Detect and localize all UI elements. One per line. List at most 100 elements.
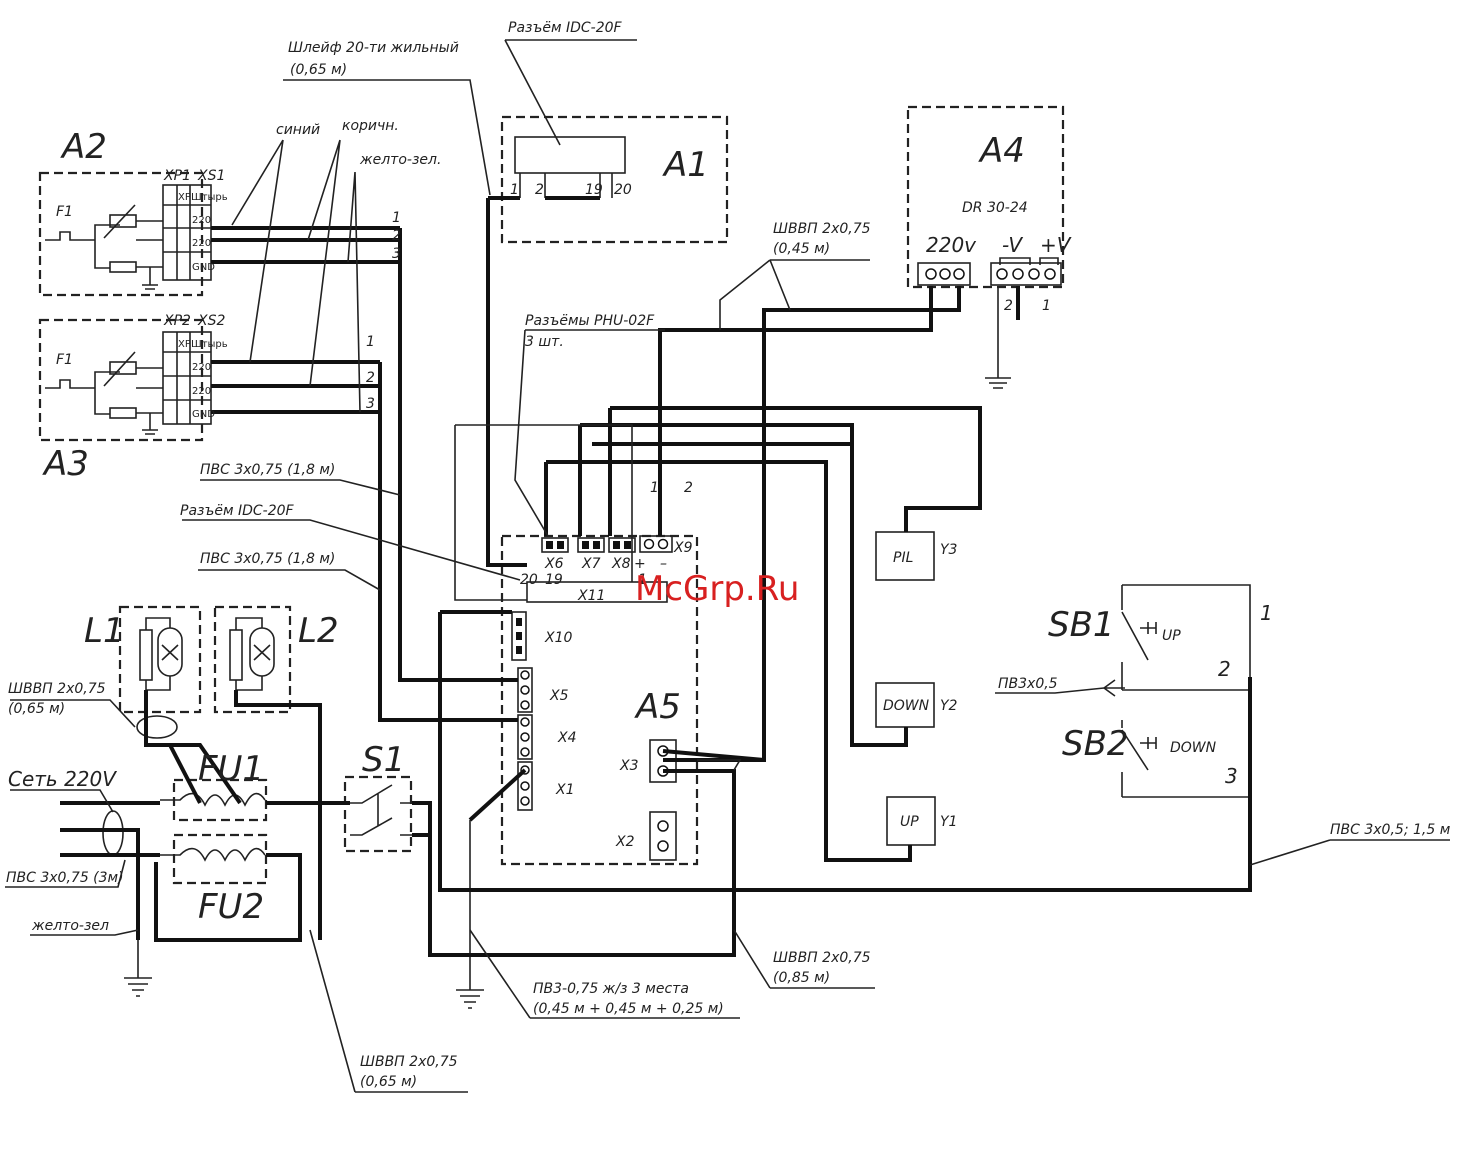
fu1-title: FU1 (198, 749, 264, 789)
label-y2: Y2 (940, 698, 958, 714)
label-x9: X9 (673, 540, 693, 556)
label-f1-a3: F1 (56, 352, 73, 368)
label-xs1: XS1 (197, 168, 225, 184)
ground-icon-mains (124, 940, 152, 997)
num-a3-1: 1 (366, 334, 375, 350)
a4-terminal-220 (917, 262, 971, 286)
label-plus: + (634, 556, 646, 572)
label-x5: X5 (549, 688, 569, 704)
a2-internals (45, 184, 212, 290)
callout-pvs-b: ПВС 3х0,75 (1,8 м) (200, 551, 335, 567)
num-a1-1: 1 (510, 182, 519, 198)
callout-shvvp-085: ШВВП 2х0,75 (773, 950, 871, 966)
num-a1-2: 2 (535, 182, 544, 198)
l1-lamp-icon (139, 617, 183, 691)
block-l2-outline (213, 605, 292, 714)
label-x6: X6 (544, 556, 564, 572)
pin-shtyr-a2: Штырь (191, 192, 228, 203)
num-a3-2: 2 (366, 370, 375, 386)
sb1-title: SB1 (1048, 605, 1115, 645)
callout-idc-mid: Разъём IDC-20F (180, 503, 295, 519)
fu2-title: FU2 (198, 887, 264, 927)
y2-box-label: DOWN (883, 698, 930, 714)
a3-internals (45, 331, 212, 435)
a5-title: A5 (634, 687, 681, 727)
a5-top-connectors (541, 535, 673, 553)
y1-box-label: UP (900, 814, 919, 830)
a5-x2-terminal (649, 811, 677, 861)
num-a2-2: 2 (392, 228, 401, 244)
label-minus: – (660, 556, 667, 572)
label-x8: X8 (611, 556, 631, 572)
sb2-title: SB2 (1062, 724, 1129, 764)
num-a2-3: 3 (392, 246, 401, 262)
sb2-button-label: DOWN (1170, 740, 1217, 756)
callout-mains: Сеть 220V (8, 767, 117, 791)
callout-shvvp-065-l: ШВВП 2х0,75 (8, 681, 106, 697)
callout-shvvp-065-l-len: (0,65 м) (8, 701, 65, 717)
block-a1-outline (500, 115, 729, 244)
cable-clamp-lamps (136, 715, 178, 739)
y3-box-label: PIL (893, 550, 913, 566)
pin-xp-a2: XP (178, 192, 191, 203)
num-a1-19: 19 (585, 182, 603, 198)
a1-idc-socket (514, 136, 626, 174)
num-a3-3: 3 (366, 396, 375, 412)
pin-shtyr-a3: Штырь (191, 339, 228, 350)
callout-phu-qty: 3 шт. (525, 334, 564, 350)
num-x11-1: 1 (638, 572, 647, 588)
num-sb-3: 3 (1225, 764, 1238, 788)
num-a1-20: 20 (614, 182, 632, 198)
fu2-fuse-icon (160, 847, 266, 862)
label-x3: X3 (619, 758, 639, 774)
a5-x11-connector (526, 581, 668, 603)
sb1-button-label: UP (1162, 628, 1181, 644)
block-a5-outline (500, 534, 699, 866)
label-x7: X7 (581, 556, 601, 572)
num-a2-1: 1 (392, 210, 401, 226)
l1-title: L1 (84, 611, 125, 651)
callout-pvs-05: ПВС 3х0,5; 1,5 м (1330, 822, 1451, 838)
l2-title: L2 (298, 611, 339, 651)
pin-220b-a2: 220 (192, 238, 211, 249)
label-x2: X2 (615, 834, 635, 850)
callout-pvs-a: ПВС 3х0,75 (1,8 м) (200, 462, 335, 478)
callout-wire-blue: синий (276, 122, 320, 138)
callout-wire-brown: коричн. (342, 118, 399, 134)
a5-side-terminals (517, 667, 533, 811)
block-fu2-outline (172, 833, 268, 885)
pin-220b-a3: 220 (192, 386, 211, 397)
label-xp1: XP1 (163, 168, 191, 184)
s1-title: S1 (362, 740, 405, 780)
cable-clamp-mains (102, 810, 124, 856)
a3-title: A3 (42, 444, 89, 484)
label-x10: X10 (544, 630, 572, 646)
callout-cable-20wire-len: (0,65 м) (290, 62, 347, 78)
callout-wire-yg: желто-зел. (359, 152, 441, 168)
label-y1: Y1 (940, 814, 957, 830)
s1-switch-icon (350, 784, 412, 836)
callout-yellow-green: желто-зел (31, 918, 109, 934)
l2-lamp-icon (229, 617, 275, 691)
block-s1-outline (343, 775, 413, 853)
block-l1-outline (118, 605, 202, 714)
callout-shvvp-085-len: (0,85 м) (773, 970, 830, 986)
leader-lines (5, 39, 1450, 1093)
a5-x10-connector (511, 611, 527, 661)
num-x11-20: 20 (520, 572, 538, 588)
callout-shvvp-045: ШВВП 2х0,75 (773, 221, 871, 237)
callout-shvvp-065-b: ШВВП 2х0,75 (360, 1054, 458, 1070)
callout-pvs-3m: ПВС 3х0,75 (3м) (6, 870, 124, 886)
ground-icon-a4 (985, 286, 1011, 389)
fu1-fuse-icon (160, 792, 266, 807)
sb1-button-icon (1121, 585, 1157, 690)
label-220v: 220v (926, 233, 977, 257)
ground-icon-a5 (456, 820, 484, 1009)
callout-cable-20wire: Шлейф 20-ти жильный (288, 40, 459, 56)
label-f1-a2: F1 (56, 204, 73, 220)
block-a4-outline (906, 105, 1065, 289)
callout-pv3-len: (0,45 м + 0,45 м + 0,25 м) (533, 1001, 724, 1017)
label-xs2: XS2 (197, 313, 225, 329)
block-a3-outline (38, 318, 204, 442)
